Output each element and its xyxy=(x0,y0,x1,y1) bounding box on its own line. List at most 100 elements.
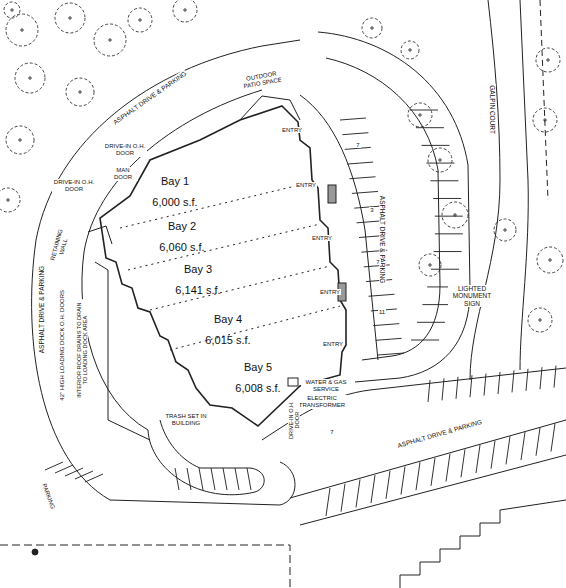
plan-note: ENTRY xyxy=(311,235,333,242)
plan-note: ELECTRIC TRANSFORMER xyxy=(297,395,347,408)
stall-line xyxy=(433,198,461,199)
stall-line xyxy=(341,484,345,512)
galpin-court-road xyxy=(470,0,500,380)
stall-line xyxy=(417,322,445,323)
stall-line xyxy=(476,445,480,473)
stall-line xyxy=(426,163,454,164)
tree-trunk xyxy=(18,138,22,142)
light-pole xyxy=(32,549,38,555)
stall-line xyxy=(247,468,251,490)
bay-divider xyxy=(150,266,330,310)
parking-curb-inner xyxy=(300,95,378,360)
tree-canopy xyxy=(528,308,552,332)
island xyxy=(148,420,264,495)
tree-trunk xyxy=(370,26,374,30)
tree-canopy xyxy=(362,18,382,38)
drive-bottom-edge xyxy=(262,368,566,440)
tree-trunk xyxy=(538,318,542,322)
stall-line xyxy=(187,468,191,490)
stall-line xyxy=(55,465,73,473)
plan-note: ASPHALT DRIVE & PARKING xyxy=(111,69,188,126)
stall-line xyxy=(371,475,375,503)
stall-line xyxy=(416,462,420,490)
stall-line xyxy=(45,462,63,470)
property-line xyxy=(0,545,290,588)
plan-note: OUTDOOR PATIO SPACE xyxy=(240,70,284,90)
stall-line xyxy=(85,474,103,482)
bay-divider xyxy=(120,182,312,228)
stall-line xyxy=(410,110,438,111)
stall-line xyxy=(431,269,459,270)
stall-line xyxy=(326,488,330,516)
tree-trunk xyxy=(548,258,552,262)
tree-trunk xyxy=(418,113,422,117)
tree-trunk xyxy=(408,48,412,52)
bay-area: Bay 56,008 s.f. xyxy=(232,356,283,400)
plan-note: WATER & GAS SERVICE xyxy=(301,379,351,392)
plan-note: DRIVE-IN O.H. DOOR xyxy=(52,179,96,192)
stall-line xyxy=(386,471,390,499)
parking-island xyxy=(318,32,470,382)
tree-canopy xyxy=(537,247,563,273)
stall-line xyxy=(416,127,444,128)
tree-canopy xyxy=(442,202,468,228)
stall-line xyxy=(369,294,395,296)
stall-line xyxy=(536,428,540,456)
stall-line xyxy=(421,145,449,146)
bay-name: Bay 2 xyxy=(159,216,204,237)
stall-line xyxy=(340,118,366,120)
building-outline xyxy=(100,106,346,426)
plan-note: PARKING xyxy=(40,481,56,510)
plan-note: GALPIN COURT xyxy=(488,85,495,136)
plan-note: ENTRY xyxy=(322,341,344,348)
stall-line xyxy=(401,467,405,495)
drive-bottom-edge xyxy=(290,420,566,498)
stall-line xyxy=(356,479,360,507)
bay-area-size: 6,141 s.f. xyxy=(175,280,220,301)
plan-note: ENTRY xyxy=(295,182,317,189)
stall-line xyxy=(223,468,227,490)
tree-trunk xyxy=(20,28,24,32)
stall-line xyxy=(342,133,368,135)
tree-trunk xyxy=(183,8,187,12)
tree-canopy xyxy=(55,3,85,33)
plan-note: DRIVE-IN O.H. DOOR xyxy=(288,400,300,440)
stall-line xyxy=(551,424,555,452)
plan-note: RETAINING WALL xyxy=(49,226,72,266)
tree-trunk xyxy=(438,158,442,162)
stall-line xyxy=(446,454,450,482)
stall-number: 7 xyxy=(375,259,380,266)
plan-note: ENTRY xyxy=(281,127,303,134)
bay-area-size: 6,015 s.f. xyxy=(205,330,250,351)
tree-trunk xyxy=(138,18,142,22)
retaining-wall xyxy=(88,226,112,244)
bay-area: Bay 26,060 s.f. xyxy=(156,215,207,259)
bay-area-size: 6,060 s.f. xyxy=(159,237,204,258)
stall-line xyxy=(431,458,435,486)
tree-trunk xyxy=(68,16,72,20)
stall-number: 11 xyxy=(378,309,386,316)
stall-line xyxy=(376,338,402,340)
plan-note: LIGHTED MONUMENT SIGN xyxy=(448,285,496,306)
tree-canopy xyxy=(6,126,34,154)
bay-area: Bay 16,000 s.f. xyxy=(149,170,200,214)
stall-line xyxy=(211,468,215,490)
tree-trunk xyxy=(28,76,32,80)
bay-name: Bay 1 xyxy=(152,171,197,192)
tree-canopy xyxy=(536,48,560,72)
drive-bottom-edge xyxy=(300,455,566,525)
galpin-court-centerline xyxy=(540,0,548,200)
drive-outer-edge xyxy=(32,40,300,500)
tree-trunk xyxy=(6,198,10,202)
bay-divider xyxy=(170,306,340,350)
bay-area: Bay 46,015 s.f. xyxy=(202,308,253,352)
bay-area-size: 6,000 s.f. xyxy=(152,192,197,213)
stall-line xyxy=(491,441,495,469)
hatched-island xyxy=(328,185,336,203)
plan-note: ASPHALT DRIVE & PARKING xyxy=(396,418,484,450)
stall-line xyxy=(434,251,462,252)
tree-canopy xyxy=(401,41,419,59)
tree-canopy xyxy=(173,0,197,22)
stall-line xyxy=(199,468,203,490)
